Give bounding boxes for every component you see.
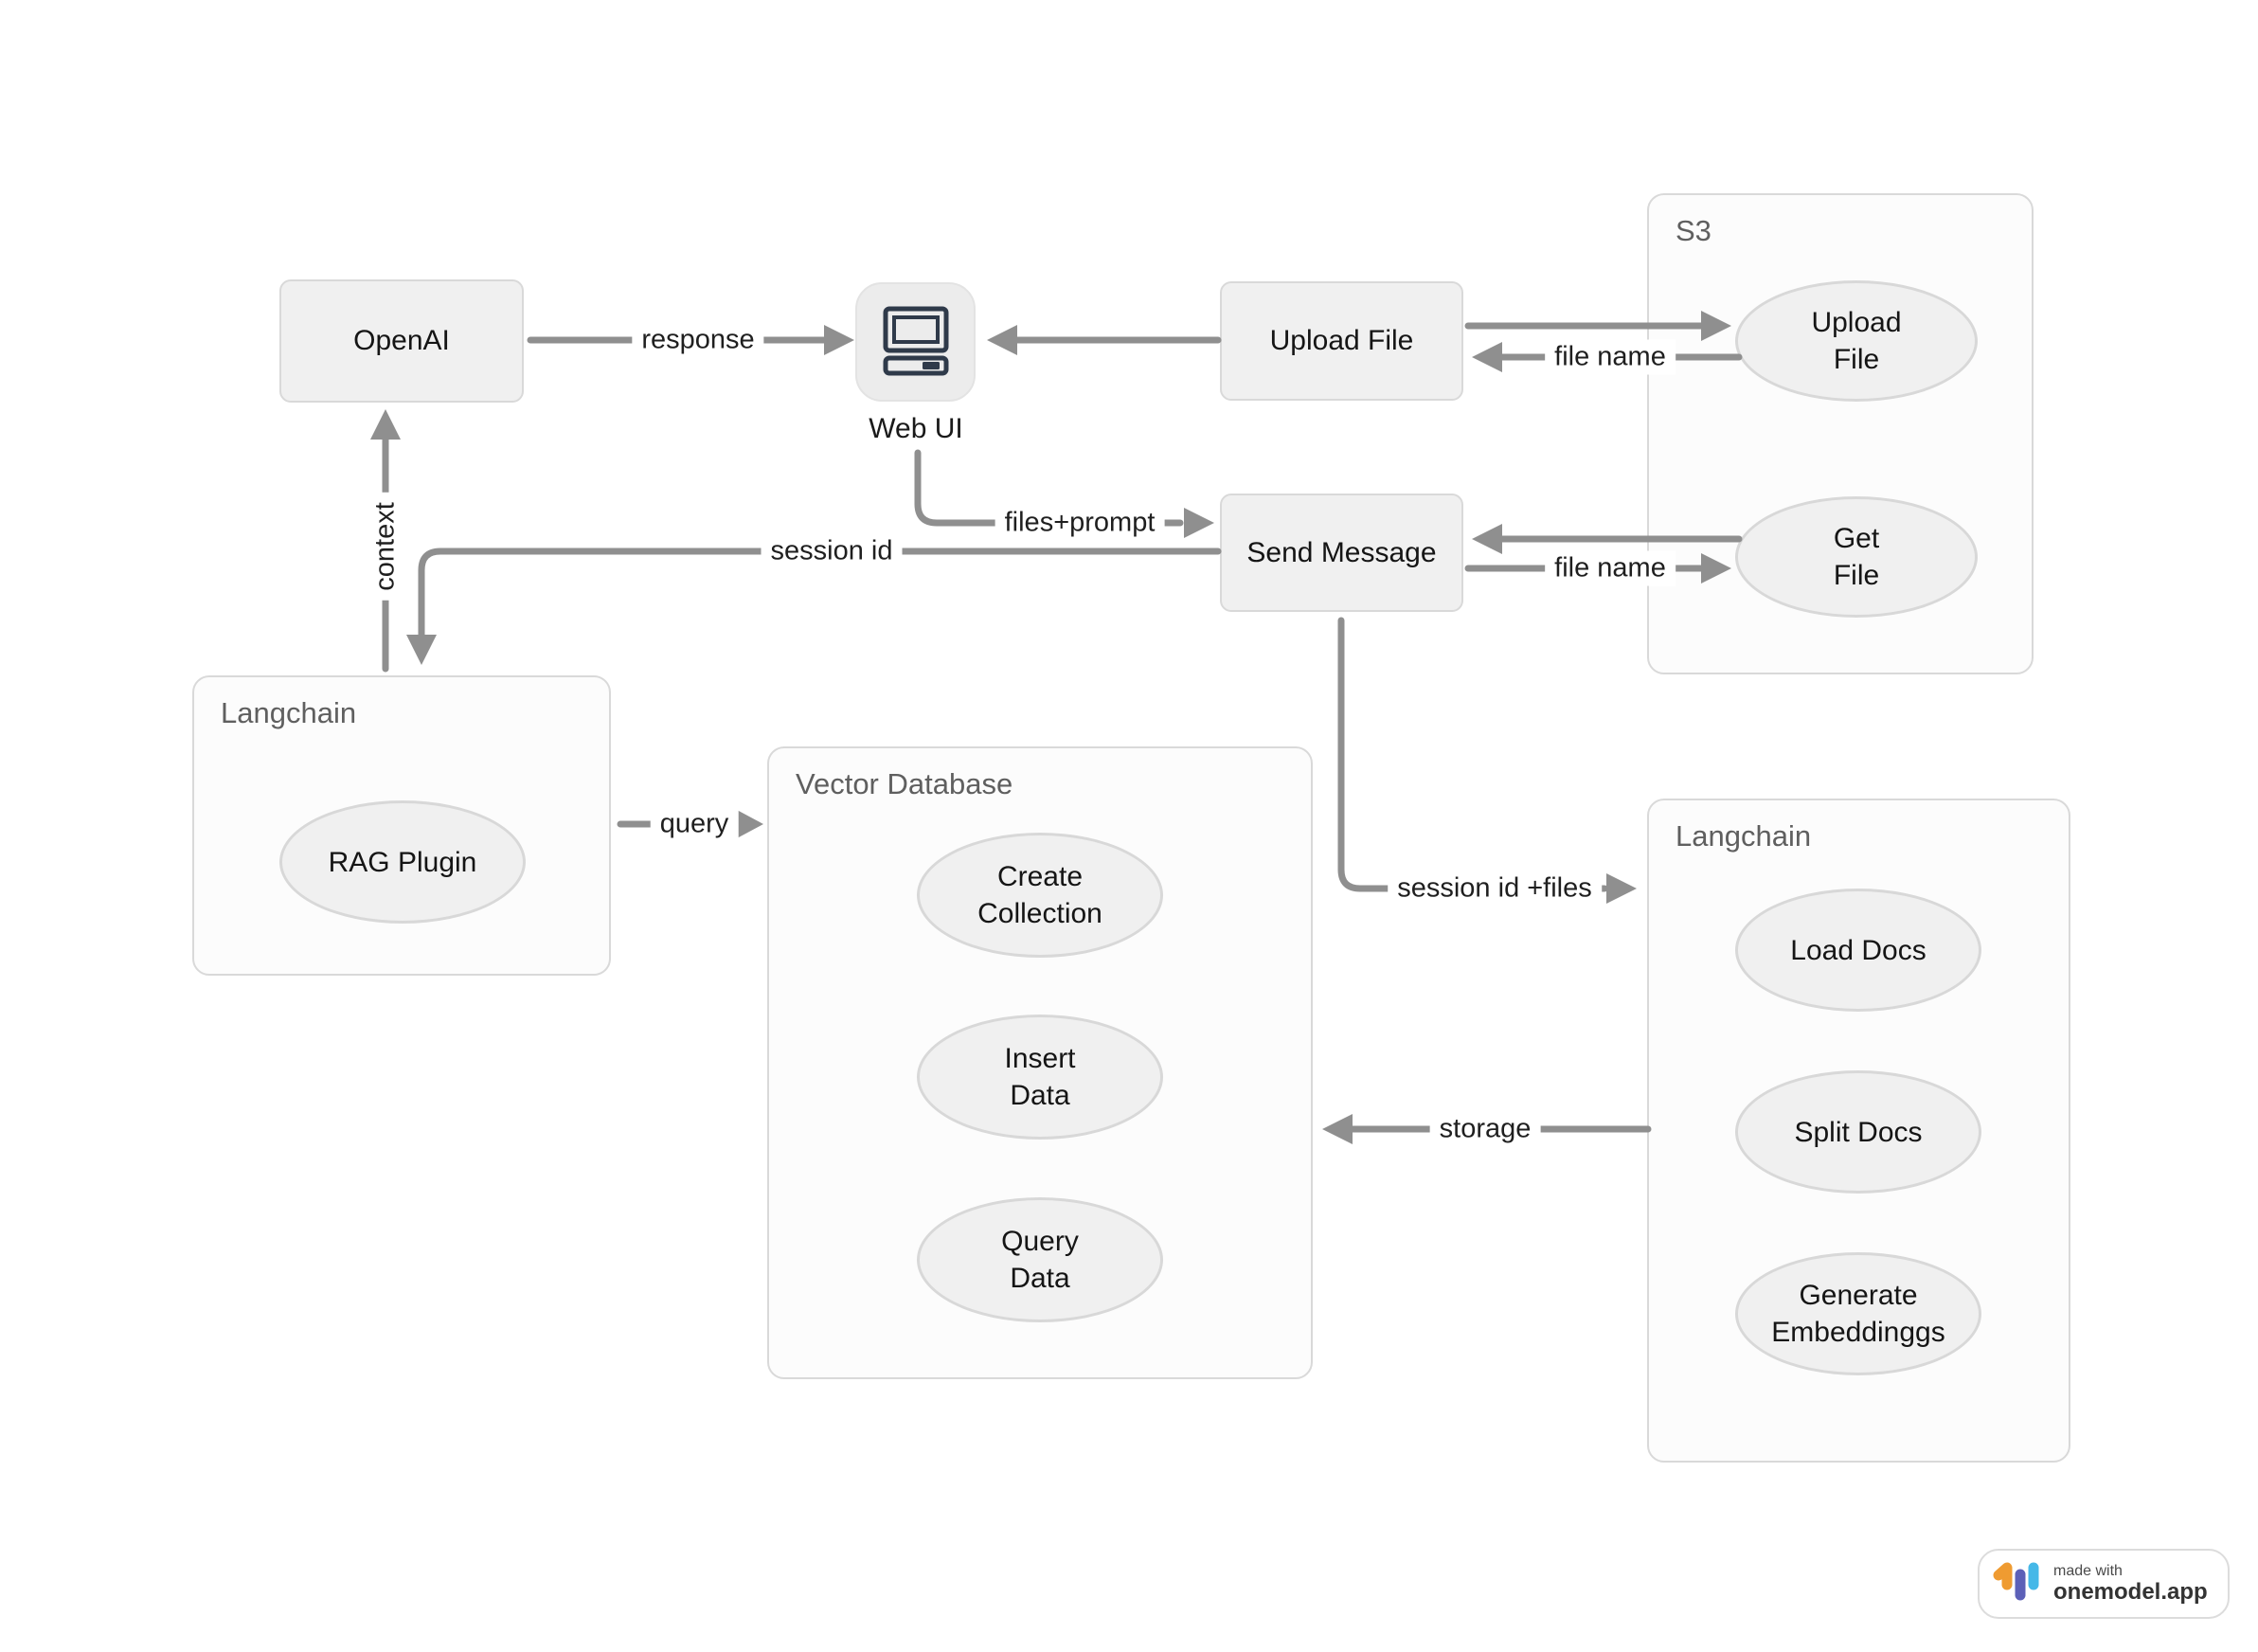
node-send-message-label: Send Message [1246, 536, 1437, 568]
onemodel-logo-icon [1993, 1562, 2039, 1601]
arrowhead-query [737, 810, 763, 838]
edge-label-files-prompt: files+prompt [995, 505, 1165, 541]
ellipse-insert-data[interactable]: Insert Data [917, 1015, 1163, 1140]
ellipse-create-collection[interactable]: Create Collection [917, 833, 1163, 958]
ellipse-query-data-line1: Query [1001, 1226, 1079, 1257]
node-upload-file-label: Upload File [1269, 325, 1414, 356]
computer-icon [883, 306, 948, 376]
node-openai[interactable]: OpenAI [279, 279, 524, 403]
edge-label-response: response [632, 322, 764, 358]
ellipse-rag-plugin[interactable]: RAG Plugin [279, 800, 526, 924]
ellipse-s3-get-file-line1: Get [1833, 523, 1880, 554]
ellipse-s3-get-file-line2: File [1833, 560, 1880, 591]
ellipse-split-docs-label: Split Docs [1794, 1116, 1923, 1148]
edge-label-session-id-files: session id +files [1388, 871, 1602, 907]
ellipse-insert-data-line2: Data [1010, 1080, 1070, 1111]
ellipse-insert-data-line1: Insert [1004, 1043, 1076, 1074]
container-vector-database-label: Vector Database [796, 767, 1013, 800]
ellipse-s3-get-file[interactable]: Get File [1735, 496, 1978, 618]
ellipse-query-data[interactable]: Query Data [917, 1197, 1163, 1322]
arrowhead-getfile-sendmessage [1472, 524, 1502, 554]
ellipse-s3-upload-file[interactable]: Upload File [1735, 280, 1978, 402]
edge-label-query: query [650, 806, 739, 842]
node-send-message[interactable]: Send Message [1220, 494, 1463, 612]
ellipse-generate-embeddings-line1: Generate [1799, 1280, 1918, 1311]
onemodel-badge[interactable]: made with onemodel.app [1978, 1549, 2230, 1619]
edge-label-file-name-get: file name [1545, 550, 1676, 586]
arrowhead-storage [1322, 1114, 1353, 1144]
ellipse-rag-plugin-label: RAG Plugin [328, 846, 477, 878]
edge-session-id-files [1337, 617, 1608, 892]
ellipse-create-collection-line1: Create [996, 861, 1084, 892]
container-s3-label: S3 [1676, 214, 1711, 247]
ellipse-load-docs[interactable]: Load Docs [1735, 889, 1981, 1012]
ellipse-generate-embeddings-line2: Embeddinggs [1771, 1317, 1945, 1348]
node-upload-file[interactable]: Upload File [1220, 281, 1463, 401]
ellipse-split-docs[interactable]: Split Docs [1735, 1070, 1981, 1194]
ellipse-s3-upload-file-line1: Upload [1811, 307, 1902, 338]
arrowhead-session-id [406, 635, 437, 665]
arrowhead-s3-filename [1472, 342, 1502, 372]
ellipse-generate-embeddings[interactable]: Generate Embeddinggs [1735, 1252, 1981, 1375]
container-langchain-right-label: Langchain [1676, 819, 1812, 853]
arrowhead-context [370, 409, 401, 440]
ellipse-s3-upload-file-line2: File [1833, 344, 1880, 375]
edge-label-storage: storage [1429, 1111, 1541, 1147]
arrowhead-session-id-files [1606, 873, 1637, 904]
node-openai-label: OpenAI [353, 325, 450, 356]
ellipse-query-data-line2: Data [1010, 1263, 1070, 1294]
badge-brand: onemodel.app [2053, 1578, 2208, 1605]
container-langchain-left-label: Langchain [221, 696, 357, 729]
arrowhead-response [824, 325, 854, 355]
node-web-ui-label: Web UI [869, 413, 963, 444]
badge-made-with: made with [2053, 1563, 2123, 1579]
arrowhead-uploadfile-webui [987, 325, 1017, 355]
ellipse-create-collection-line2: Collection [977, 898, 1102, 929]
node-web-ui[interactable] [855, 282, 976, 402]
edge-label-context: context [367, 493, 403, 601]
edge-label-session-id: session id [761, 533, 903, 569]
edge-label-file-name-upload: file name [1545, 339, 1676, 375]
ellipse-load-docs-label: Load Docs [1790, 934, 1926, 966]
arrowhead-files-prompt [1184, 508, 1214, 538]
